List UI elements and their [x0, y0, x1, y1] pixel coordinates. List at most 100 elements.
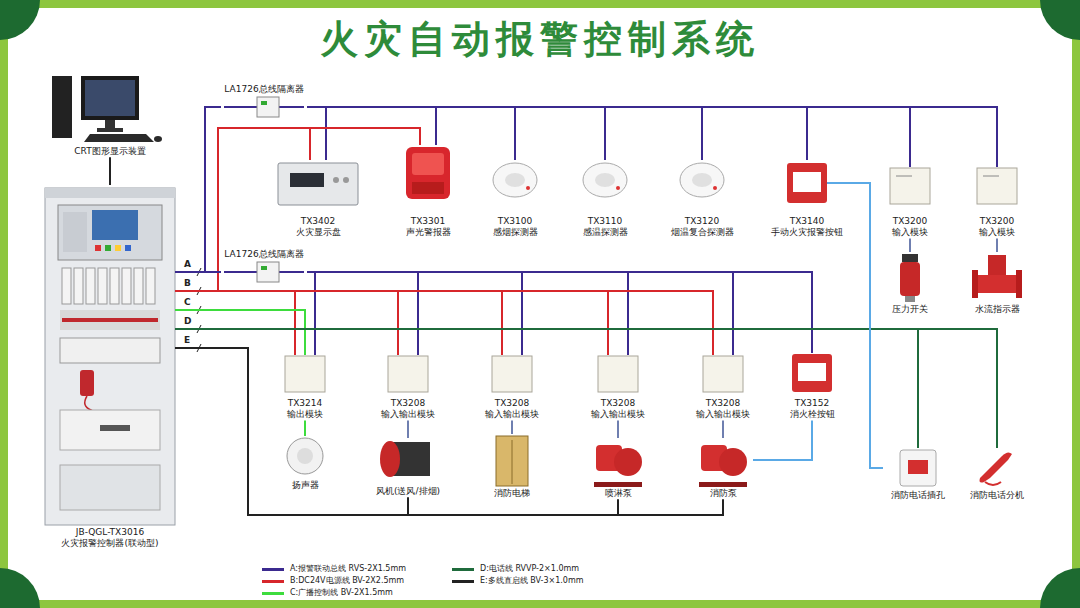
icon-space — [618, 438, 619, 488]
legend-swatch — [452, 580, 474, 583]
panel — [60, 310, 160, 330]
phone-cord — [985, 482, 1001, 485]
icon-space — [812, 353, 813, 398]
hydrant-glass — [798, 363, 826, 381]
bus-wire — [511, 421, 513, 435]
device-label: 声光警报器 — [406, 227, 451, 238]
stand — [105, 120, 115, 128]
led — [713, 186, 717, 190]
bus-wire — [909, 239, 911, 253]
device-label: TX3120 — [685, 216, 720, 227]
device-label: TX3100 — [498, 216, 533, 227]
legend-swatch — [262, 580, 284, 583]
device-label: 火灾报警控制器(联动型) — [61, 538, 158, 549]
isolator — [257, 97, 279, 117]
elevator-door — [512, 440, 513, 484]
device-label: LA1726总线隔离器 — [224, 249, 303, 260]
strip — [146, 268, 155, 304]
corner — [0, 0, 40, 40]
flow-body — [988, 255, 1006, 275]
corner — [0, 568, 40, 608]
bus-wire — [996, 239, 998, 253]
device-label: 烟温复合探测器 — [671, 227, 734, 238]
module-mark — [983, 176, 999, 177]
device-node: LA1726总线隔离器 — [221, 249, 307, 282]
device-node: TX3214输出模块 — [275, 355, 335, 421]
strip — [110, 268, 119, 304]
corner — [1040, 0, 1080, 40]
device-label: TX3402 — [301, 216, 336, 227]
sounder — [406, 147, 450, 199]
panel-window — [290, 173, 324, 187]
legend-swatch — [262, 568, 284, 571]
device-node: TX3110感温探测器 — [565, 160, 645, 239]
device-node: TX3140手动火灾报警按钮 — [767, 160, 847, 239]
button — [95, 245, 101, 251]
bus-wire — [307, 107, 515, 160]
vent — [60, 465, 160, 510]
panel-strip — [62, 318, 158, 322]
device-node: 压力开关 — [882, 252, 938, 315]
icon-space — [723, 355, 724, 398]
icon-space — [264, 95, 265, 117]
icon-space — [512, 434, 513, 488]
pump-volute — [719, 448, 747, 476]
handset — [80, 370, 94, 396]
bus-wire — [617, 421, 619, 439]
flange — [1016, 270, 1022, 298]
bus-wire — [175, 348, 723, 515]
device-label: 喷淋泵 — [605, 488, 632, 499]
legend-text: A:报警联动总线 RVS-2X1.5mm — [290, 564, 406, 574]
led — [616, 186, 620, 190]
cabinet-top — [45, 188, 175, 198]
monitor — [81, 76, 139, 120]
bus-wire — [304, 421, 306, 437]
device-node: 扬声器 — [275, 436, 335, 491]
device-node: 消防电梯 — [482, 434, 542, 499]
device-label: TX3200 — [893, 216, 928, 227]
device-label: TX3208 — [601, 398, 636, 409]
strip — [122, 268, 131, 304]
bus-wire — [307, 107, 702, 160]
bus-wire — [307, 107, 807, 160]
device-label: TX3208 — [391, 398, 426, 409]
device-node: TX3208输入输出模块 — [482, 355, 542, 421]
strip — [74, 268, 83, 304]
legend-swatch — [452, 568, 474, 571]
device-label: 输入输出模块 — [485, 409, 539, 420]
device-node: CRT图形显示装置 — [55, 72, 165, 157]
speaker — [287, 438, 323, 474]
device-label: 消防电话分机 — [970, 490, 1024, 501]
device-node: 风机(送风/排烟) — [360, 438, 456, 497]
panel — [60, 410, 160, 450]
device-label: 消防电梯 — [494, 488, 530, 499]
bus-letter: E — [184, 335, 190, 346]
bus-wire — [175, 128, 310, 291]
device-node: 水流指示器 — [969, 252, 1025, 315]
device-label: 输出模块 — [287, 409, 323, 420]
display-frame — [58, 205, 162, 260]
detector-core — [595, 173, 615, 187]
device-label: JB-QGL-TX3016 — [76, 527, 144, 538]
device-node: TX3208输入输出模块 — [378, 355, 438, 421]
led — [526, 186, 530, 190]
phone-handset — [980, 452, 1013, 482]
led — [261, 101, 267, 105]
detector — [493, 163, 537, 197]
pc-tower — [52, 76, 72, 138]
icon-space — [910, 252, 911, 304]
cabinet — [45, 188, 175, 525]
icon-space — [723, 438, 724, 488]
bus-wire — [307, 272, 628, 355]
icon-space — [305, 355, 306, 398]
button — [125, 245, 131, 251]
device-label: CRT图形显示装置 — [74, 146, 145, 157]
device-label: 手动火灾报警按钮 — [771, 227, 843, 238]
hydrant-button — [792, 354, 832, 392]
icon-space — [110, 185, 111, 527]
bus-letter: C — [184, 297, 191, 308]
icon-space — [605, 160, 606, 216]
flange — [972, 270, 978, 298]
strobe — [412, 153, 444, 175]
